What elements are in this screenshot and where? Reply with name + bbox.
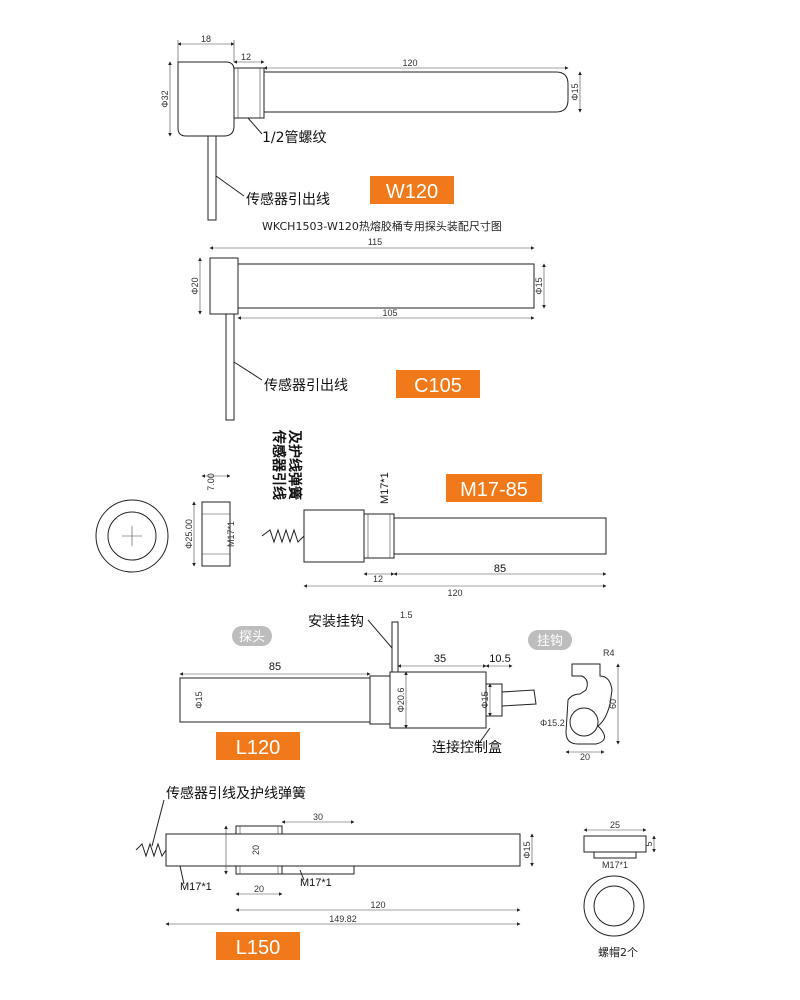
c105-wire (225, 313, 235, 421)
l120-hook-thick: 1.5 (400, 610, 413, 620)
c105-wire-label: 传感器引出线 (264, 377, 348, 394)
w120-dim-head-width: 18 (201, 34, 211, 44)
l120-dim-box-diameter: Φ20.6 (396, 688, 406, 713)
l150-thread-right: M17*1 (300, 877, 332, 889)
w120-wire-label: 传感器引出线 (246, 191, 330, 208)
l120-tag: L120 (236, 737, 281, 759)
m1785-nut-thread: M17*1 (226, 521, 236, 547)
l150-tag-box (216, 932, 300, 960)
w120-tag: W120 (386, 181, 438, 203)
w120-dim-thread-width: 12 (241, 52, 251, 62)
l150-dim-total: 149.82 (329, 914, 357, 924)
l120-dim-box-small: Φ15 (480, 691, 490, 708)
m1785-drawing: 7.00 Φ25.00 M17*1 传感器引线 及护线弹簧 M17*1 12 8… (95, 429, 607, 598)
m1785-vertical-label-2: 及护线弹簧 (286, 430, 303, 500)
m1785-nut-height: 7.00 (206, 473, 216, 491)
l120-probe-rod (179, 677, 371, 723)
l120-thread (369, 675, 391, 725)
c105-dim-total: 115 (368, 237, 382, 247)
l150-nut-width: 25 (610, 820, 620, 830)
w120-thread (233, 67, 265, 119)
l150-wire-label: 传感器引线及护线弹簧 (166, 785, 306, 802)
l150-dim-mid: 120 (370, 900, 385, 910)
m1785-nut-side (201, 501, 231, 567)
w120-head (177, 61, 235, 137)
l120-hook-dim-hole: Φ15.2 (540, 718, 565, 728)
l120-hook-hole (569, 707, 599, 737)
m1785-dim-thread-width: 12 (373, 574, 383, 584)
l150-nut-thread (593, 851, 637, 859)
w120-caption: WKCH1503-W120热熔胶桶专用探头装配尺寸图 (262, 219, 502, 233)
l120-hook-pill (528, 630, 572, 650)
l150-tag: L150 (236, 937, 281, 959)
l120-box-label: 连接控制盒 (432, 739, 502, 756)
w120-drawing: 18 12 120 Φ32 Φ15 1/2管螺纹 传感器引出线 W120 WKC… (160, 34, 582, 233)
m1785-dim-total: 120 (447, 588, 462, 598)
m1785-housing (303, 509, 365, 563)
w120-dim-rod-length: 120 (402, 58, 417, 68)
l150-nut-front-inner (593, 885, 635, 927)
l120-probe-pill (232, 626, 272, 646)
c105-dim-rod-diameter: Φ15 (534, 277, 544, 294)
l120-hook-dim-width: 20 (580, 752, 590, 762)
m1785-dim-rod: 85 (494, 563, 506, 575)
l120-hook-pill-text: 挂钩 (537, 634, 563, 649)
c105-drawing: 115 105 Φ20 Φ15 传感器引出线 C105 (190, 237, 546, 421)
l150-dim-top: 30 (313, 812, 323, 822)
l120-hook-dim-top: R4 (603, 648, 615, 658)
l150-nut-side (583, 835, 647, 853)
m1785-thread (363, 513, 395, 559)
l150-nut-label: 螺帽2个 (598, 946, 638, 959)
l120-dim-end-length: 10.5 (489, 653, 510, 665)
m1785-spring (261, 528, 305, 544)
l120-dim-box-length: 35 (434, 653, 446, 665)
l150-rod-outline (165, 833, 521, 867)
w120-wire (207, 135, 217, 221)
m1785-vertical-label-1: 传感器引线 (270, 429, 287, 500)
l120-cable (501, 689, 537, 707)
c105-tag-box (396, 370, 480, 398)
l150-dim-left-thread: 20 (254, 884, 264, 894)
l150-nut-height: 5 (644, 841, 654, 846)
m1785-tag: M17-85 (460, 479, 528, 501)
l150-dim-rod-diameter: Φ15 (522, 841, 532, 858)
m1785-rod (393, 517, 607, 555)
l150-nut-thread-label: M17*1 (602, 860, 628, 870)
w120-tag-box (370, 176, 454, 204)
m1785-thread-label: M17*1 (379, 472, 391, 504)
l120-hook-label: 安装挂钩 (308, 614, 364, 630)
c105-dim-rod: 105 (382, 308, 397, 318)
c105-dim-head-diameter: Φ20 (190, 277, 200, 294)
c105-head (209, 257, 239, 315)
l120-hook-dim-height: 60 (608, 699, 618, 709)
l120-dim-probe-diameter: Φ15 (194, 691, 204, 708)
l150-spring (135, 842, 167, 858)
l150-thread-left: M17*1 (180, 881, 212, 893)
l150-dim-collar: 20 (251, 845, 261, 855)
l120-drawing: 探头 挂钩 安装挂钩 1.5 85 35 10.5 Φ15 Φ20.6 Φ15 … (179, 610, 620, 762)
l150-drawing: 传感器引线及护线弹簧 30 20 Φ15 M17*1 M17*1 20 120 … (135, 785, 656, 960)
c105-rod (237, 263, 535, 309)
m1785-tag-box (446, 474, 542, 502)
w120-thread-label: 1/2管螺纹 (262, 130, 327, 146)
l120-probe-pill-text: 探头 (239, 630, 265, 645)
l120-tag-box (216, 732, 300, 760)
l120-hook-plate (391, 621, 399, 679)
l120-dim-probe-length: 85 (269, 661, 281, 673)
w120-dim-head-diameter: Φ32 (160, 90, 170, 107)
w120-rod (263, 71, 569, 113)
m1785-nut-diameter: Φ25.00 (184, 519, 194, 549)
c105-tag: C105 (414, 375, 462, 397)
w120-dim-rod-diameter: Φ15 (570, 83, 580, 100)
